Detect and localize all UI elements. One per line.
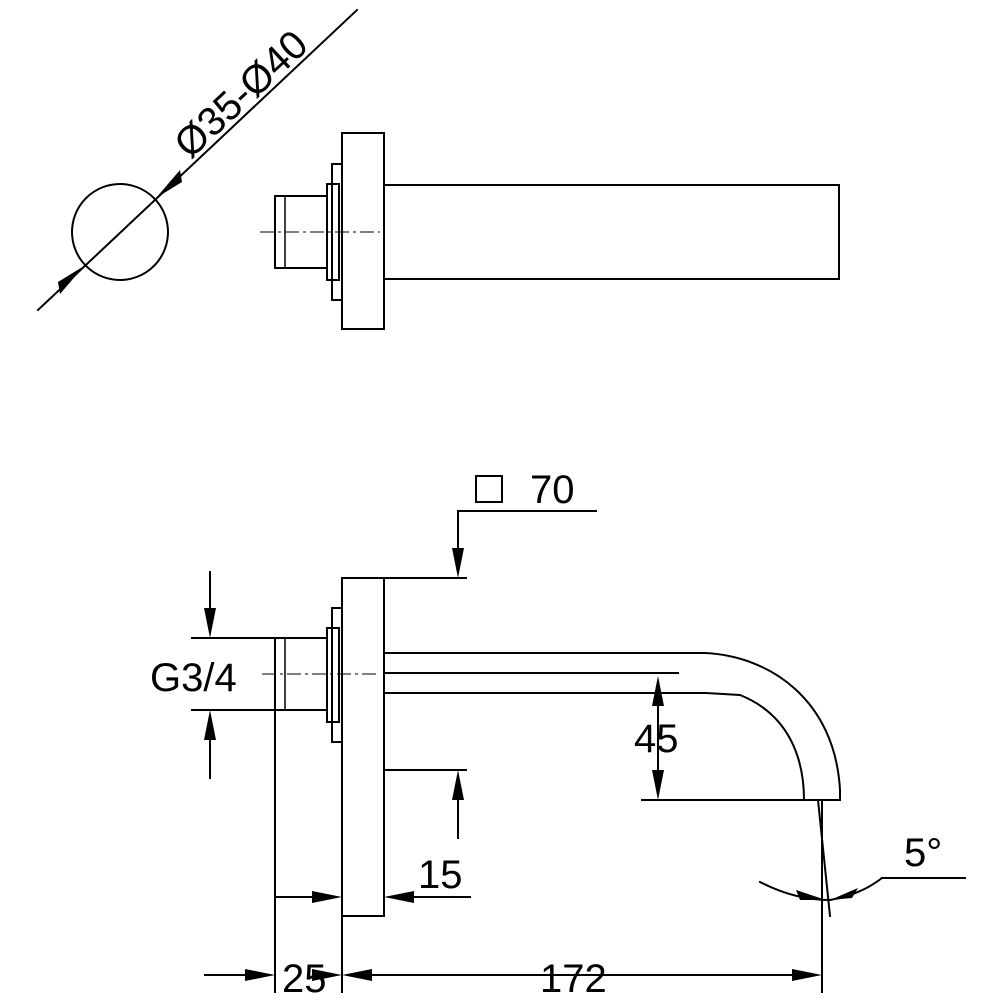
- nut-ring-side: [331, 607, 343, 743]
- angle-label: 5°: [904, 831, 942, 875]
- thickness-arrow-left: [384, 891, 414, 903]
- thread-arrow-bottom: [204, 710, 216, 740]
- angle-arc: [758, 876, 884, 902]
- top-view: Ø35-Ø40: [36, 8, 840, 330]
- height-arrow-bottom: [652, 770, 664, 800]
- square-symbol: [475, 475, 503, 503]
- diameter-arrow-upper: [156, 170, 182, 198]
- cover-plate-top: [341, 132, 385, 330]
- dim172-arrow-right: [792, 969, 822, 981]
- side-view: 70 G3/4 45: [150, 468, 966, 1000]
- dim25-arrow-left: [245, 969, 275, 981]
- thread-length-label: 25: [282, 957, 327, 1000]
- diameter-label: Ø35-Ø40: [166, 22, 316, 166]
- hole-circle: [71, 183, 169, 281]
- spout-body-top: [383, 184, 840, 280]
- projection-label: 172: [540, 957, 607, 1000]
- height-label: 45: [634, 717, 679, 761]
- plate-arrow: [452, 548, 464, 578]
- height-arrow-top: [652, 676, 664, 706]
- angle-line: [816, 798, 832, 918]
- thickness-arrow-right: [312, 891, 342, 903]
- thickness-arrow-up: [452, 770, 464, 800]
- diameter-arrow-lower: [58, 266, 84, 294]
- angle-arrow-left: [796, 890, 826, 900]
- diameter-leader-line: [36, 8, 359, 312]
- dim25-arrow-right: [312, 969, 342, 981]
- thread-arrow-top: [204, 608, 216, 638]
- dim172-arrow-left: [342, 969, 372, 981]
- thread-label: G3/4: [150, 656, 237, 700]
- angle-arrow-right: [830, 888, 858, 900]
- cover-plate-side: [341, 577, 385, 917]
- thickness-label: 15: [418, 853, 463, 897]
- spout-outline-side: [383, 652, 841, 801]
- plate-size-label: 70: [530, 468, 575, 512]
